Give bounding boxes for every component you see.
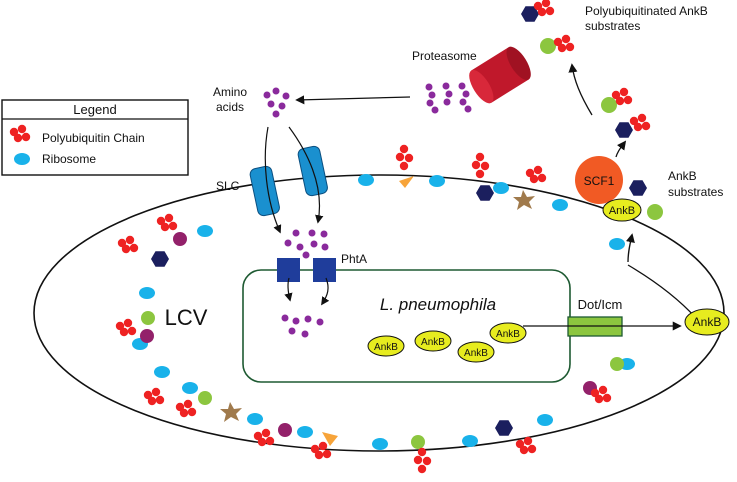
green-protein-icon (601, 97, 617, 113)
green-protein-icon (647, 204, 663, 220)
polyubiquitin-chain-icon (117, 235, 139, 254)
proteasome-icon (469, 46, 531, 104)
hexagon-protein-icon (629, 180, 647, 196)
phta-transporter (313, 258, 336, 282)
ribosome-icon (462, 435, 478, 447)
ankb-substrates-label-line1: AnkB (668, 169, 697, 183)
polyubiquitin-chain-icon (629, 113, 651, 132)
path-ankb-to-membrane (627, 264, 697, 319)
star-protein-icon (513, 190, 535, 210)
ankb-secreted-label: AnkB (693, 315, 722, 329)
legend-box (1, 99, 189, 176)
amino-acids-label-line1: Amino (213, 85, 247, 99)
ankb-substrates-label-line2: substrates (668, 185, 723, 199)
polyubiquitin-chain-icon (525, 165, 547, 184)
lcv-label: LCV (165, 305, 208, 330)
ribosome-icon (358, 174, 374, 186)
polyubiquitin-chain-icon (471, 152, 490, 179)
ribosomes (132, 174, 635, 450)
ankb-label: AnkB (464, 348, 488, 359)
arrow-slc-import-2 (288, 126, 324, 224)
ankb-label: AnkB (421, 337, 445, 348)
ribosome-icon (609, 238, 625, 250)
ribosome-icon (372, 438, 388, 450)
ribosome-icon (139, 287, 155, 299)
green-protein-icon (610, 357, 624, 371)
ankb-label: AnkB (374, 342, 398, 353)
hexagon-protein-icon (151, 251, 169, 267)
arrow-scf1-up (615, 140, 627, 158)
organism-label: L. pneumophila (380, 295, 496, 314)
arrow-phta-1 (284, 277, 293, 302)
hexagon-protein-icon (495, 420, 513, 436)
hexagon-protein-icon (476, 185, 494, 201)
arrow-ankb-up (625, 233, 635, 263)
ankb-on-scf1-label: AnkB (609, 205, 635, 217)
ribosome-icon (197, 225, 213, 237)
amino-acids-cluster-lcv (284, 229, 329, 259)
polyubiquitin-chain-icon (175, 399, 197, 418)
hexagon-protein-icon (615, 122, 633, 138)
green-protein-icon (540, 38, 556, 54)
ankb-secreted (684, 308, 730, 336)
ribosome-icon (537, 414, 553, 426)
ribosome-icon (297, 426, 313, 438)
ankb-label: AnkB (496, 329, 520, 340)
arrow-to-amino-acids (295, 95, 411, 105)
amino-acids-label-line2: acids (216, 100, 244, 114)
dot-icm-label: Dot/Icm (578, 297, 623, 312)
legend-item-polyubiquitin: Polyubiquitin Chain (42, 131, 145, 145)
polyubiquitin-chain-icon (143, 387, 165, 406)
purple-protein-icon (173, 232, 187, 246)
polyubiquitinated-label-line1: Polyubiquitinated AnkB (585, 4, 708, 18)
purple-protein-icon (140, 329, 154, 343)
green-protein-icon (198, 391, 212, 405)
arrow-slc-import-1 (264, 126, 282, 234)
amino-acids-cluster-top (263, 87, 290, 118)
legend-title: Legend (73, 102, 116, 117)
triangle-protein-icon (399, 176, 414, 188)
ribosome-icon (14, 153, 30, 165)
polyubiquitin-chain-icon (553, 34, 575, 53)
ribosome-icon (247, 413, 263, 425)
polyubiquitinated-label-line2: substrates (585, 19, 640, 33)
polyubiquitin-chain-icon (395, 144, 414, 171)
polyubiquitin-chain-icon (115, 318, 137, 337)
purple-protein-icon (278, 423, 292, 437)
arrow-to-proteasome-substrates (568, 63, 593, 116)
peptide-fragments (425, 82, 472, 114)
scf1-label: SCF1 (584, 174, 615, 188)
green-protein-icon (141, 311, 155, 325)
membrane-proteins (115, 122, 647, 474)
star-protein-icon (220, 402, 242, 422)
scf1-complex (575, 156, 623, 204)
ribosome-icon (182, 382, 198, 394)
legend: Legend Polyubiquitin Chain Ribosome (1, 99, 189, 176)
lcv-membrane (33, 174, 725, 452)
phta-transporter (277, 258, 300, 282)
ankb-on-scf1 (602, 198, 642, 222)
polyubiquitin-chain-icon (413, 447, 432, 474)
amino-acids-cluster-bacterium (281, 314, 324, 338)
polyubiquitin-chain-icon (253, 428, 275, 447)
arrow-phta-2 (321, 277, 330, 306)
ribosome-icon (429, 175, 445, 187)
legend-item-ribosome: Ribosome (42, 152, 96, 166)
proteasome-label: Proteasome (412, 49, 477, 63)
polyubiquitin-chain-icon (156, 213, 178, 232)
ankb-proteins-bacterium: AnkB AnkB AnkB AnkB (367, 322, 527, 363)
ribosome-icon (154, 366, 170, 378)
phta-label: PhtA (341, 252, 367, 266)
green-protein-icon (411, 435, 425, 449)
triangle-protein-icon (322, 432, 338, 446)
polyubiquitin-chain-icon (310, 441, 332, 460)
slc-label: SLC (216, 179, 240, 193)
ribosome-icon (493, 182, 509, 194)
ribosome-icon (552, 199, 568, 211)
